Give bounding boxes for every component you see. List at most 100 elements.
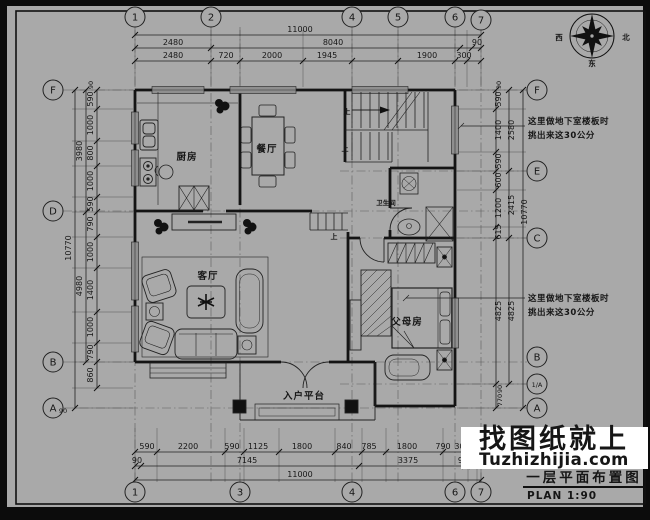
ext-top <box>134 30 482 87</box>
grid-bubble <box>526 160 548 182</box>
armchair-2-body <box>139 320 175 356</box>
parents-room-door <box>359 237 385 263</box>
watermark-title[interactable]: 找图纸就上 <box>479 423 629 455</box>
bedside-rug-hatch <box>360 269 392 337</box>
room-label-parents: 父母房 <box>390 316 423 328</box>
armchair-2-seat <box>144 325 170 349</box>
doors <box>280 207 413 389</box>
ticks-right-mid <box>505 86 513 388</box>
parents-chaise-cushion <box>388 358 420 377</box>
parents-chaise <box>384 354 431 381</box>
title-block: 一层平面布置图 PLAN 1:90 <box>523 469 646 502</box>
nightstand-1 <box>436 246 453 268</box>
dim-top: 2000 <box>262 51 282 60</box>
basement-notes: 这里做地下室楼板时 挑出来这30公分 这里做地下室楼板时 挑出来这30公分 <box>528 116 609 318</box>
ext-left <box>72 89 133 409</box>
grid-bubbles: 1 2 4 5 6 7 1 3 4 6 7 F D B A F E C B 1/… <box>42 6 548 503</box>
grid-label-top-2: 2 <box>208 13 214 24</box>
dim-left: 590 <box>86 196 95 211</box>
note1-line1: 这里做地下室楼板时 <box>528 116 609 127</box>
grid-label-left-B: B <box>50 358 57 369</box>
dimline-left <box>74 90 98 408</box>
note2-leader-line <box>402 294 525 302</box>
bed <box>391 287 453 349</box>
dim-bottom: 840 <box>336 442 351 451</box>
dim-bottom: 2200 <box>178 442 198 451</box>
wardrobe <box>387 242 436 264</box>
windows <box>131 86 459 353</box>
grid-bubbles-top: 1 2 4 5 6 7 <box>124 6 492 31</box>
compass-label-east: 东 <box>588 58 596 68</box>
dim-left: 1400 <box>86 280 95 300</box>
dim-right: 90 <box>495 81 503 89</box>
dim-left: 1000 <box>86 242 95 262</box>
bathroom-sink-icon <box>397 218 421 236</box>
grid-bubble <box>470 9 492 31</box>
kitchen-wok-icon <box>158 164 174 180</box>
bathroom-sink-drain <box>406 223 412 229</box>
dim-top: 300 <box>456 51 471 60</box>
grid-bubble <box>387 6 409 28</box>
nightstand-2 <box>436 349 453 371</box>
grid-bubbles-bottom: 1 3 4 6 7 <box>124 481 492 503</box>
porch-step-inner <box>258 407 336 417</box>
dim-right: 1200 <box>494 198 503 218</box>
sofa <box>174 328 238 360</box>
ticks-left-mid <box>82 86 90 366</box>
bed-pillow-2 <box>439 319 451 345</box>
armchair-1 <box>141 269 177 303</box>
entry-porch <box>232 362 376 421</box>
note1-line2: 挑出来这30公分 <box>528 130 595 141</box>
dim-bottom: 3375 <box>398 456 418 465</box>
ext-right <box>457 89 526 409</box>
dim-bottom-total: 11000 <box>287 470 312 479</box>
grid-bubble <box>470 481 492 503</box>
kitchen-sink-bowl-2 <box>142 135 156 148</box>
watermark[interactable]: 找图纸就上 Tuzhizhijia.com <box>461 423 648 469</box>
dim-top-total: 11000 <box>287 25 312 34</box>
dim-top: 2480 <box>163 38 183 47</box>
nightstand-2-lamp <box>442 357 447 363</box>
dimline-top <box>135 34 481 62</box>
grid-label-right-C: C <box>534 234 541 245</box>
stair-direction-arrow <box>380 106 390 114</box>
grid-bubble <box>341 6 363 28</box>
armchair-1-body <box>141 269 177 303</box>
room-label-dining: 餐厅 <box>255 143 277 155</box>
grid-label-bottom-4: 4 <box>349 488 355 499</box>
stove-burner-dot-1 <box>146 164 150 168</box>
bay-window-frame <box>149 362 227 379</box>
dim-top: 1945 <box>317 51 337 60</box>
dim-left-total: 10770 <box>64 235 73 260</box>
washing-machine-cross <box>403 178 415 189</box>
plant-living-right-3 <box>244 227 252 235</box>
dim-right: 590 <box>494 91 503 106</box>
dim-bottom: 7145 <box>237 456 257 465</box>
grid-bubble <box>341 481 363 503</box>
corner-table <box>145 302 164 321</box>
porch-column-left <box>232 399 247 414</box>
dim-bottom: 590 <box>224 442 239 451</box>
area-rug <box>141 256 269 358</box>
dim-right-group: 2415 <box>507 195 516 215</box>
room-label-living: 客厅 <box>196 270 218 282</box>
ticks-top-row2 <box>131 44 485 52</box>
dim-right: 4825 <box>494 301 503 321</box>
inner-border <box>15 10 646 505</box>
watermark-background <box>461 427 648 469</box>
kitchen-fixtures <box>137 92 238 211</box>
note2-line1: 这里做地下室楼板时 <box>528 293 609 304</box>
chaise-sofa <box>235 268 264 334</box>
grid-label-top-7: 7 <box>478 16 484 27</box>
watermark-site-link[interactable]: Tuzhizhijia.com <box>479 450 629 469</box>
window-centerlines <box>134 89 456 352</box>
drawing-scale: PLAN 1:90 <box>527 490 597 502</box>
room-labels: 厨房 餐厅 卫生间 客厅 父母房 入户平台 上 上 上 <box>176 107 423 402</box>
armchair-2 <box>139 320 175 356</box>
compass-label-west: 西 <box>555 33 563 42</box>
grid-label-right-B: B <box>534 353 541 364</box>
compass-hub <box>589 33 595 39</box>
dim-left: 1000 <box>86 317 95 337</box>
